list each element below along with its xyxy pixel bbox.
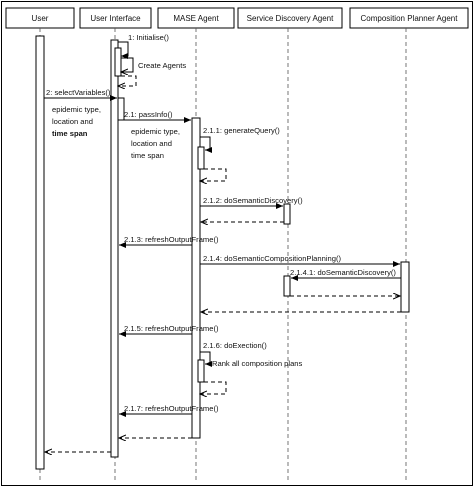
activation-ui-create xyxy=(114,47,122,77)
msg-semantic-discovery-2-label: 2.1.4.1: doSemanticDiscovery() xyxy=(290,268,396,277)
lifeline-label-ui: User Interface xyxy=(90,14,141,23)
msg-create-agents xyxy=(121,57,134,72)
msg-initialise xyxy=(118,41,129,59)
lifeline-header-sda: Service Discovery Agent xyxy=(237,7,343,29)
activation-user xyxy=(35,35,45,470)
lifeline-label-cpa: Composition Planner Agent xyxy=(361,14,459,23)
activation-ui xyxy=(110,39,119,458)
msg-semantic-discovery-label: 2.1.2: doSemanticDiscovery() xyxy=(203,196,303,205)
msg-initialise-label: 1: Initialise() xyxy=(128,33,169,42)
msg-do-execution xyxy=(200,351,212,367)
msg-select-variables-label: 2: selectVariables() xyxy=(46,88,111,97)
lifeline-label-sda: Service Discovery Agent xyxy=(247,14,334,23)
lifeline-header-mase: MASE Agent xyxy=(157,7,235,29)
activation-mase xyxy=(191,117,201,439)
note-pass-line2: location and xyxy=(131,139,172,148)
lifeline-label-mase: MASE Agent xyxy=(173,14,219,23)
ret-initialise xyxy=(118,75,137,86)
msg-pass-info-label: 2.1: passInfo() xyxy=(124,110,173,119)
activation-sda-discovery-2 xyxy=(283,275,291,297)
note-select-line2: location and xyxy=(52,117,93,126)
activation-mase-query xyxy=(197,146,205,170)
activation-sda-discovery xyxy=(283,203,291,225)
activation-cpa xyxy=(400,261,410,313)
msg-refresh-output-3-label: 2.1.7: refreshOutputFrame() xyxy=(124,404,219,413)
note-create-agents: Create Agents xyxy=(138,61,186,70)
note-rank-plans: Rank all composition plans xyxy=(212,359,303,368)
activation-ui-select xyxy=(117,97,125,121)
note-pass-line3: time span xyxy=(131,151,164,160)
msg-do-execution-label: 2.1.6: doExection() xyxy=(203,341,267,350)
msg-generate-query-label: 2.1.1: generateQuery() xyxy=(203,126,280,135)
msg-composition-planning-label: 2.1.4: doSemanticCompositionPlanning() xyxy=(203,254,342,263)
msg-refresh-output-1-label: 2.1.3: refreshOutputFrame() xyxy=(124,235,219,244)
note-select-line3: time span xyxy=(52,129,88,138)
activation-mase-rank xyxy=(197,359,205,383)
note-select-line1: epidemic type, xyxy=(52,105,101,114)
lifeline-header-user: User xyxy=(5,7,75,29)
lifeline-header-ui: User Interface xyxy=(79,7,152,29)
msg-refresh-output-2-label: 2.1.5: refreshOutputFrame() xyxy=(124,324,219,333)
ret-generate-query xyxy=(200,168,227,181)
note-pass-line1: epidemic type, xyxy=(131,127,180,136)
msg-generate-query xyxy=(200,136,212,153)
lifeline-header-cpa: Composition Planner Agent xyxy=(349,7,469,29)
ret-do-execution xyxy=(200,381,227,394)
lifeline-label-user: User xyxy=(32,14,49,23)
